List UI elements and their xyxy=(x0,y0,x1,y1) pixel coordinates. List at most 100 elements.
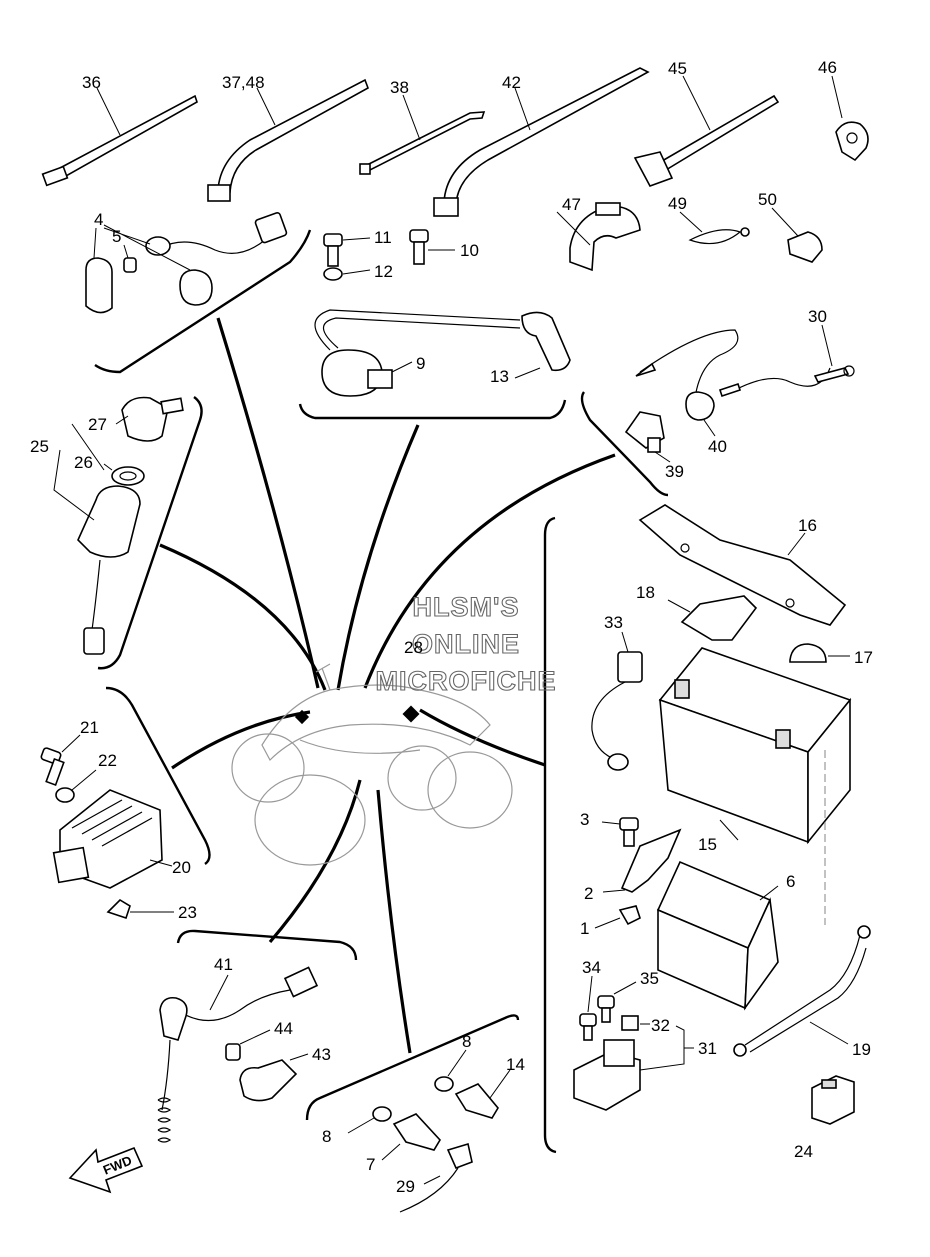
watermark-line1: HLSM'S xyxy=(413,592,520,622)
part-thermo-sensor-30 xyxy=(718,324,855,398)
part-plug-cap-13 xyxy=(514,311,571,379)
group-frames xyxy=(94,229,669,1154)
part-sender-40 xyxy=(635,329,739,437)
callout-24: 24 xyxy=(794,1142,813,1161)
callout-31: 31 xyxy=(698,1039,717,1058)
part-rectifier-20 xyxy=(52,789,173,889)
part-bolt-11 xyxy=(323,233,371,267)
callout-23: 23 xyxy=(178,903,197,922)
callout-38: 38 xyxy=(390,78,409,97)
part-fuse-32 xyxy=(621,1015,650,1031)
callout-40: 40 xyxy=(708,437,727,456)
callout-49: 49 xyxy=(668,194,687,213)
part-nut-26 xyxy=(103,463,145,486)
part-cable-tie-37-48 xyxy=(207,78,369,202)
watermark-line3: MICROFICHE xyxy=(376,666,557,696)
part-ignition-coil-9 xyxy=(314,309,521,397)
part-clip-49 xyxy=(679,211,750,245)
callout-36: 36 xyxy=(82,73,101,92)
atv-marker-left xyxy=(294,709,310,725)
part-washer-8-lower xyxy=(347,1106,392,1134)
callout-5: 5 xyxy=(112,227,121,246)
callout-8-lower: 8 xyxy=(322,1127,331,1146)
part-clamp-47 xyxy=(556,202,641,272)
callout-42: 42 xyxy=(502,73,521,92)
callout-12: 12 xyxy=(374,262,393,281)
watermark: HLSM'S ONLINE MICROFICHE xyxy=(375,591,557,696)
callout-45: 45 xyxy=(668,59,687,78)
callout-20: 20 xyxy=(172,858,191,877)
part-bolt-35 xyxy=(597,981,637,1023)
callout-46: 46 xyxy=(818,58,837,77)
callout-28: 28 xyxy=(404,638,423,657)
part-battery-15 xyxy=(658,647,852,845)
callout-2: 2 xyxy=(584,884,593,903)
part-bolt-21 xyxy=(40,734,81,787)
part-screw-3 xyxy=(601,817,639,847)
callout-21: 21 xyxy=(80,718,99,737)
watermark-line2: ONLINE xyxy=(412,629,520,659)
part-lead-29 xyxy=(399,1142,473,1213)
part-brake-switch-41 xyxy=(157,966,319,1143)
part-washer-22 xyxy=(55,769,97,803)
callout-39: 39 xyxy=(665,462,684,481)
callout-27: 27 xyxy=(88,415,107,434)
callout-29: 29 xyxy=(396,1177,415,1196)
callout-18: 18 xyxy=(636,583,655,602)
callout-37-48: 37,48 xyxy=(222,73,265,92)
callout-47: 47 xyxy=(562,195,581,214)
part-bolt-44 xyxy=(225,1029,271,1061)
callout-9: 9 xyxy=(416,354,425,373)
callout-10: 10 xyxy=(460,241,479,260)
callout-16: 16 xyxy=(798,516,817,535)
callout-13: 13 xyxy=(490,367,509,386)
fwd-direction-arrow: FWD xyxy=(68,1146,144,1194)
callout-1: 1 xyxy=(580,919,589,938)
callout-25: 25 xyxy=(30,437,49,456)
part-cap-17 xyxy=(789,643,850,663)
callout-15: 15 xyxy=(698,835,717,854)
part-starter-relay-31 xyxy=(573,1025,694,1111)
atv-marker-right xyxy=(402,705,420,723)
part-washer-8-upper xyxy=(434,1049,467,1092)
part-cap-5 xyxy=(123,244,137,273)
part-cable-tie-45 xyxy=(633,75,780,187)
callout-6: 6 xyxy=(786,872,795,891)
callout-35: 35 xyxy=(640,969,659,988)
callout-33: 33 xyxy=(604,613,623,632)
part-cable-tie-42 xyxy=(433,67,650,217)
part-bracket-18 xyxy=(667,595,758,641)
callout-26: 26 xyxy=(74,453,93,472)
callout-34: 34 xyxy=(582,958,601,977)
callout-30: 30 xyxy=(808,307,827,326)
callout-3: 3 xyxy=(580,810,589,829)
callout-41: 41 xyxy=(214,955,233,974)
callout-19: 19 xyxy=(852,1040,871,1059)
callout-8-upper: 8 xyxy=(462,1032,471,1051)
callout-17: 17 xyxy=(854,648,873,667)
callout-4: 4 xyxy=(94,210,103,229)
part-bracket-43 xyxy=(239,1053,309,1102)
part-bolt-10 xyxy=(409,229,455,265)
part-battery-lead-19 xyxy=(733,750,871,1057)
part-sub-harness-4 xyxy=(85,211,288,314)
part-washer-12 xyxy=(323,267,371,281)
callout-43: 43 xyxy=(312,1045,331,1064)
part-cable-tie-36 xyxy=(41,87,198,187)
part-clip-23 xyxy=(106,898,174,920)
part-bracket-2 xyxy=(602,828,682,893)
part-key-27 xyxy=(115,396,184,442)
part-switch-14 xyxy=(454,1069,511,1119)
part-switch-7 xyxy=(381,1113,441,1161)
part-switch-39 xyxy=(624,411,671,463)
part-main-switch-25 xyxy=(53,423,141,655)
callout-14: 14 xyxy=(506,1055,525,1074)
atv-outline xyxy=(231,663,513,866)
part-cable-tie-38 xyxy=(359,94,486,175)
callout-22: 22 xyxy=(98,751,117,770)
callout-32: 32 xyxy=(651,1016,670,1035)
part-bolt-34 xyxy=(579,975,597,1041)
part-cord-33 xyxy=(591,631,643,771)
part-nut-1 xyxy=(594,905,641,929)
